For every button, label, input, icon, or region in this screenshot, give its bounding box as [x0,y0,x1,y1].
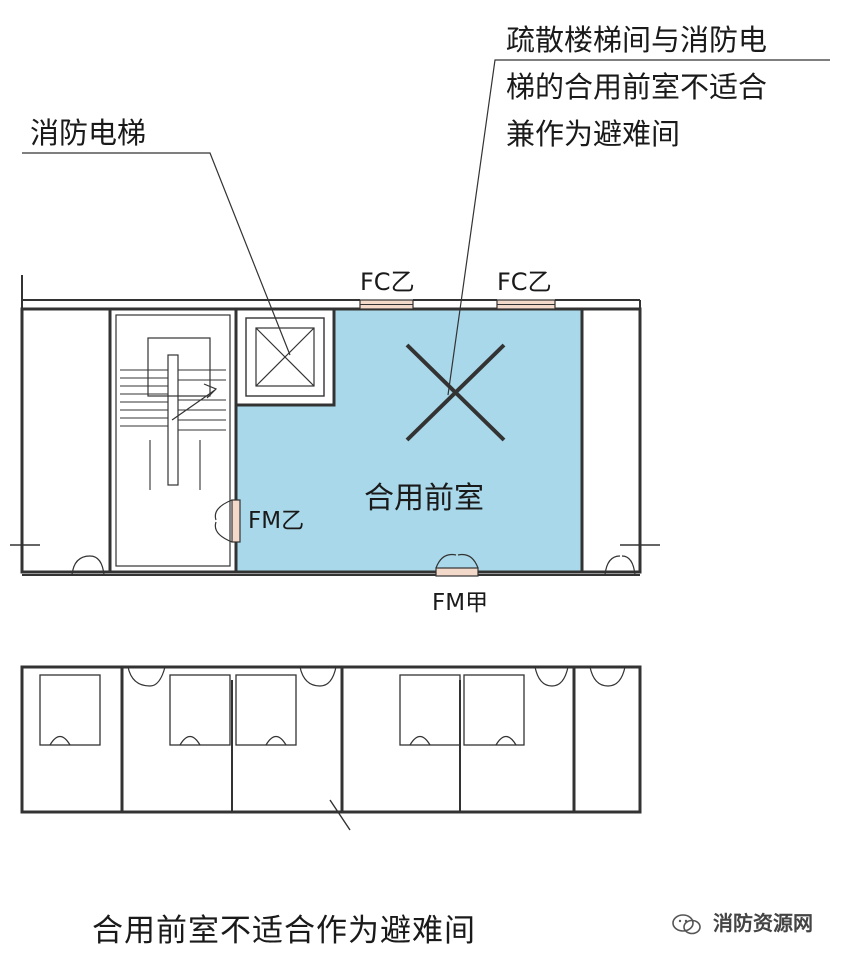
label-room-name: 合用前室 [364,481,484,516]
leader-shared-vestibule-note [447,59,830,396]
cross-mark-icon [405,343,506,442]
label-window-fc-2: FC乙 [497,268,552,296]
wechat-watermark-icon [672,913,702,936]
label-note-line3: 兼作为避难间 [506,117,680,151]
left-room [10,307,112,574]
label-note-line1: 疏散楼梯间与消防电 [506,23,767,57]
corridor-doors-upper [71,555,636,576]
elevator-x-icon [255,327,315,387]
lower-rooms [20,665,642,831]
label-door-fm-yi: FM乙 [248,508,304,534]
door-swing-icon [214,499,241,543]
fire-elevator-shaft [234,307,336,407]
label-door-fm-jia: FM甲 [432,590,488,616]
right-room [580,300,660,574]
stair-enclosure [108,307,238,574]
label-note-line2: 梯的合用前室不适合 [506,70,767,104]
watermark: 消防资源网 [672,907,813,936]
watermark-text: 消防资源网 [712,911,813,935]
leader-fire-elevator [22,152,291,356]
door-fm-jia-swing [435,553,479,577]
corridor [21,574,640,812]
label-window-fc-1: FC乙 [360,268,415,296]
figure-caption: 合用前室不适合作为避难间 [92,913,476,949]
stair-icon [120,337,226,490]
label-fire-elevator: 消防电梯 [30,116,146,150]
